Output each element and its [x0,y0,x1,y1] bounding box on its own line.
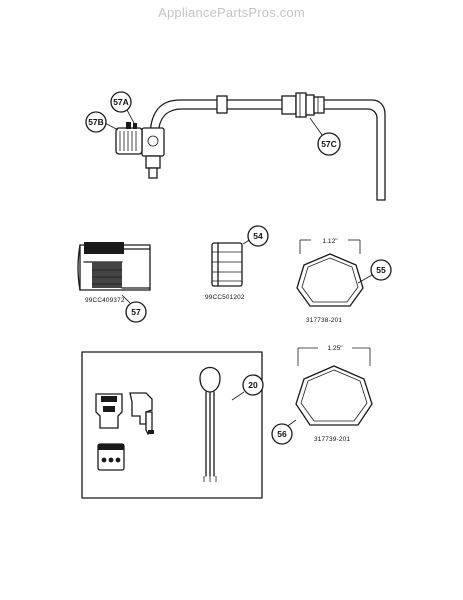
valve-body [141,127,165,179]
tube-inner [157,108,378,201]
callout-57b: 57B [85,111,119,133]
callout-54: 54 [242,225,269,247]
coupling-57c [281,92,325,118]
partno-55: 317738-201 [306,317,342,324]
insert-54 [211,242,243,287]
svg-text:20: 20 [248,380,258,390]
partno-56: 317739-201 [314,436,350,443]
callout-55: 55 [357,259,392,284]
dim-56: 1.25" [327,345,343,352]
plug-connector [97,443,125,471]
svg-text:56: 56 [277,429,287,439]
terminal-clip [129,392,154,435]
watermark: AppliancePartsPros.com [158,5,305,20]
callout-57c: 57C [309,117,341,156]
svg-text:57B: 57B [88,117,104,127]
svg-text:55: 55 [376,265,386,275]
tube-clamp [216,95,228,114]
svg-text:57A: 57A [113,97,129,107]
kit-box-20 [81,351,263,499]
sensor-bulb [199,366,221,482]
svg-text:57: 57 [131,307,141,317]
svg-text:54: 54 [253,231,263,241]
partno-54: 99CC501202 [205,294,245,301]
tube-outer [149,99,386,201]
callout-57: 57 [121,294,147,323]
valve-tube-assembly [115,92,386,201]
dim-55: 1.12" [322,238,338,245]
nut-56 [295,347,373,426]
callout-20: 20 [231,374,264,401]
callout-56: 56 [271,419,297,445]
solenoid-57b [115,122,143,155]
partno-57: 99CC409372 [85,297,125,304]
fitting-57 [77,242,151,291]
callout-57a: 57A [110,91,135,124]
svg-text:57C: 57C [321,139,337,149]
connector-housing [95,393,123,429]
nut-55 [296,239,364,307]
